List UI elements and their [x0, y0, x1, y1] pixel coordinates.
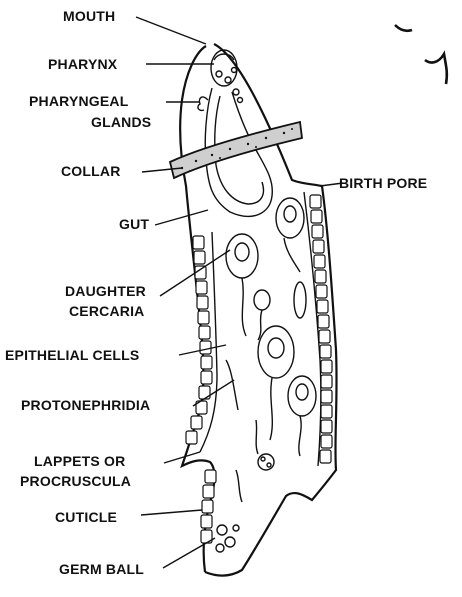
- pharynx: [211, 50, 237, 86]
- label-germ-ball: GERM BALL: [59, 561, 144, 577]
- label-cuticle: CUTICLE: [55, 509, 117, 525]
- label-lappets-1: LAPPETS OR: [34, 453, 125, 469]
- label-daughter-1: DAUGHTER: [65, 283, 146, 299]
- label-lappets-2: PROCRUSCULA: [20, 473, 131, 489]
- label-protonephridia: PROTONEPHRIDIA: [21, 397, 150, 413]
- daughter-cercaria-2: [276, 198, 304, 272]
- daughter-cercaria-4: [288, 376, 316, 456]
- epithelial-cells-right: [310, 195, 332, 463]
- label-birth-pore: BIRTH PORE: [339, 175, 427, 191]
- label-pharyngeal-1: PHARYNGEAL: [29, 93, 129, 109]
- label-collar: COLLAR: [61, 163, 121, 179]
- label-daughter-2: CERCARIA: [69, 303, 145, 319]
- labels: MOUTH PHARYNX PHARYNGEAL GLANDS COLLAR B…: [5, 8, 427, 577]
- label-epithelial: EPITHELIAL CELLS: [5, 347, 139, 363]
- label-mouth: MOUTH: [63, 8, 115, 24]
- epithelial-cells-left: [186, 236, 216, 543]
- label-pharynx: PHARYNX: [48, 56, 118, 72]
- label-pharyngeal-2: GLANDS: [91, 114, 151, 130]
- germ-balls: [216, 454, 274, 552]
- daughter-cercaria-1: [226, 234, 258, 336]
- stray-marks: [395, 25, 447, 84]
- daughter-cercaria-5: [254, 282, 306, 340]
- label-gut: GUT: [119, 216, 149, 232]
- daughter-cercaria-3: [258, 326, 294, 440]
- collar: [170, 122, 302, 178]
- pharyngeal-glands: [198, 89, 243, 110]
